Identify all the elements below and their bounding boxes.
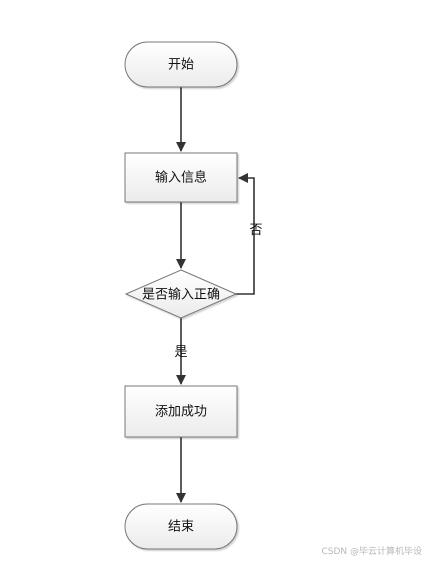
decision-node: 是否输入正确 bbox=[124, 269, 238, 319]
success-node: 添加成功 bbox=[124, 385, 238, 438]
input-node-label: 输入信息 bbox=[155, 170, 207, 186]
csdn-watermark: CSDN @毕云计算机毕设 bbox=[321, 547, 422, 557]
end-node: 结束 bbox=[124, 503, 238, 550]
end-node-label: 结束 bbox=[168, 520, 194, 535]
decision-node-label: 是否输入正确 bbox=[142, 287, 220, 303]
input-node: 输入信息 bbox=[124, 152, 238, 203]
edge-label-yes: 是 bbox=[174, 345, 187, 360]
start-node: 开始 bbox=[124, 41, 238, 88]
success-node-label: 添加成功 bbox=[155, 405, 207, 420]
edge-label-no: 否 bbox=[249, 223, 262, 238]
start-node-label: 开始 bbox=[168, 58, 194, 73]
edge-decision-no-loop bbox=[227, 173, 255, 295]
